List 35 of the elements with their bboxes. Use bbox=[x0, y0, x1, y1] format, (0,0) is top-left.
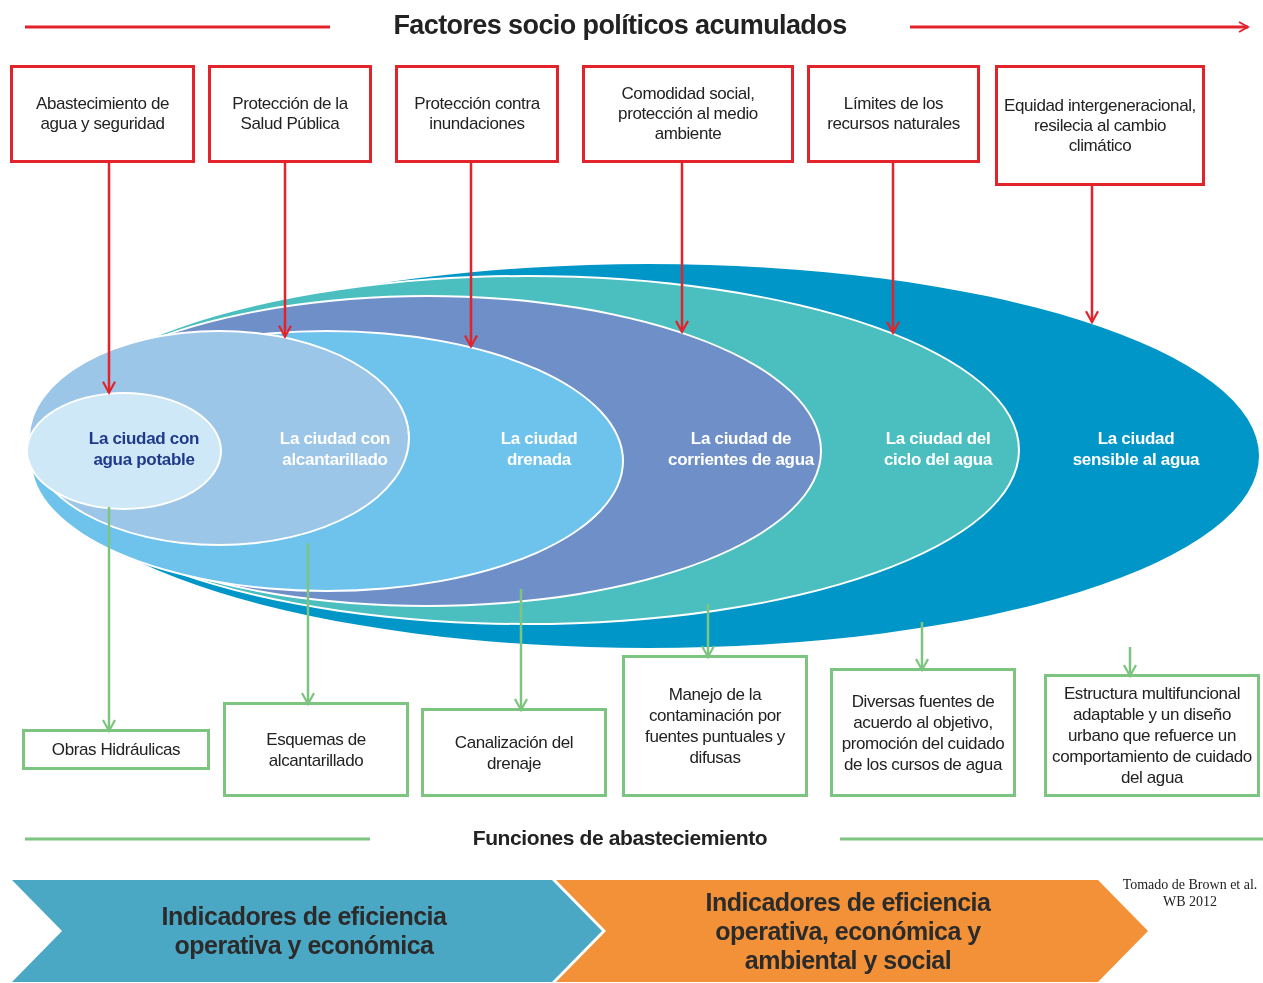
factor-box: Protección contra inundaciones bbox=[395, 65, 559, 163]
indicator-text: Indicadores de eficiencia operativa y económica bbox=[160, 902, 448, 960]
arrow bbox=[700, 604, 716, 659]
arrow bbox=[300, 543, 316, 706]
function-box: Esquemas de alcantarillado bbox=[223, 702, 409, 797]
stage-label: La ciudad con agua potable bbox=[87, 428, 201, 470]
factor-box: Comodidad social, protección al medio ambiente bbox=[582, 65, 794, 163]
stage-label: La ciudad sensible al agua bbox=[1071, 428, 1201, 470]
title: Factores socio políticos acumulados bbox=[392, 10, 848, 41]
function-box: Manejo de la contaminación por fuentes puntuales y difusas bbox=[622, 655, 808, 797]
arrow bbox=[463, 163, 479, 348]
arrow bbox=[914, 622, 930, 672]
arrow bbox=[277, 163, 293, 338]
arrow bbox=[674, 163, 690, 333]
stage-label: La ciudad del ciclo del agua bbox=[882, 428, 994, 470]
factor-box: Límites de los recursos naturales bbox=[807, 65, 980, 163]
arrow bbox=[1084, 186, 1100, 324]
factor-box: Protección de la Salud Pública bbox=[208, 65, 372, 163]
function-box: Canalización del drenaje bbox=[421, 708, 607, 797]
arrow bbox=[885, 163, 901, 334]
factor-box: Equidad intergeneracional, resilecia al cambio climático bbox=[995, 65, 1205, 186]
source-note: Tomado de Brown et al. WB 2012 bbox=[1121, 876, 1259, 910]
arrow bbox=[101, 163, 117, 394]
arrow bbox=[513, 589, 529, 712]
factor-box: Abastecimiento de agua y seguridad bbox=[10, 65, 195, 163]
function-box: Diversas fuentes de acuerdo al objetivo, promoción del cuidado de los cursos de agua bbox=[830, 668, 1016, 797]
function-box: Obras Hidráulicas bbox=[22, 729, 210, 770]
stage-label: La ciudad drenada bbox=[499, 428, 579, 470]
indicator-text: Indicadores de eficiencia operativa, económica y ambiental y social bbox=[704, 887, 992, 975]
function-box: Estructura multifuncional adaptable y un diseño urbano que refuerce un comportamiento de cuidado del agua bbox=[1044, 674, 1260, 797]
arrow bbox=[1122, 647, 1138, 678]
stage-label: La ciudad con alcantarillado bbox=[278, 428, 392, 470]
arrow bbox=[101, 507, 117, 733]
section-heading: Funciones de abasteciemiento bbox=[471, 826, 769, 850]
stage-label: La ciudad de corrientes de agua bbox=[667, 428, 816, 470]
